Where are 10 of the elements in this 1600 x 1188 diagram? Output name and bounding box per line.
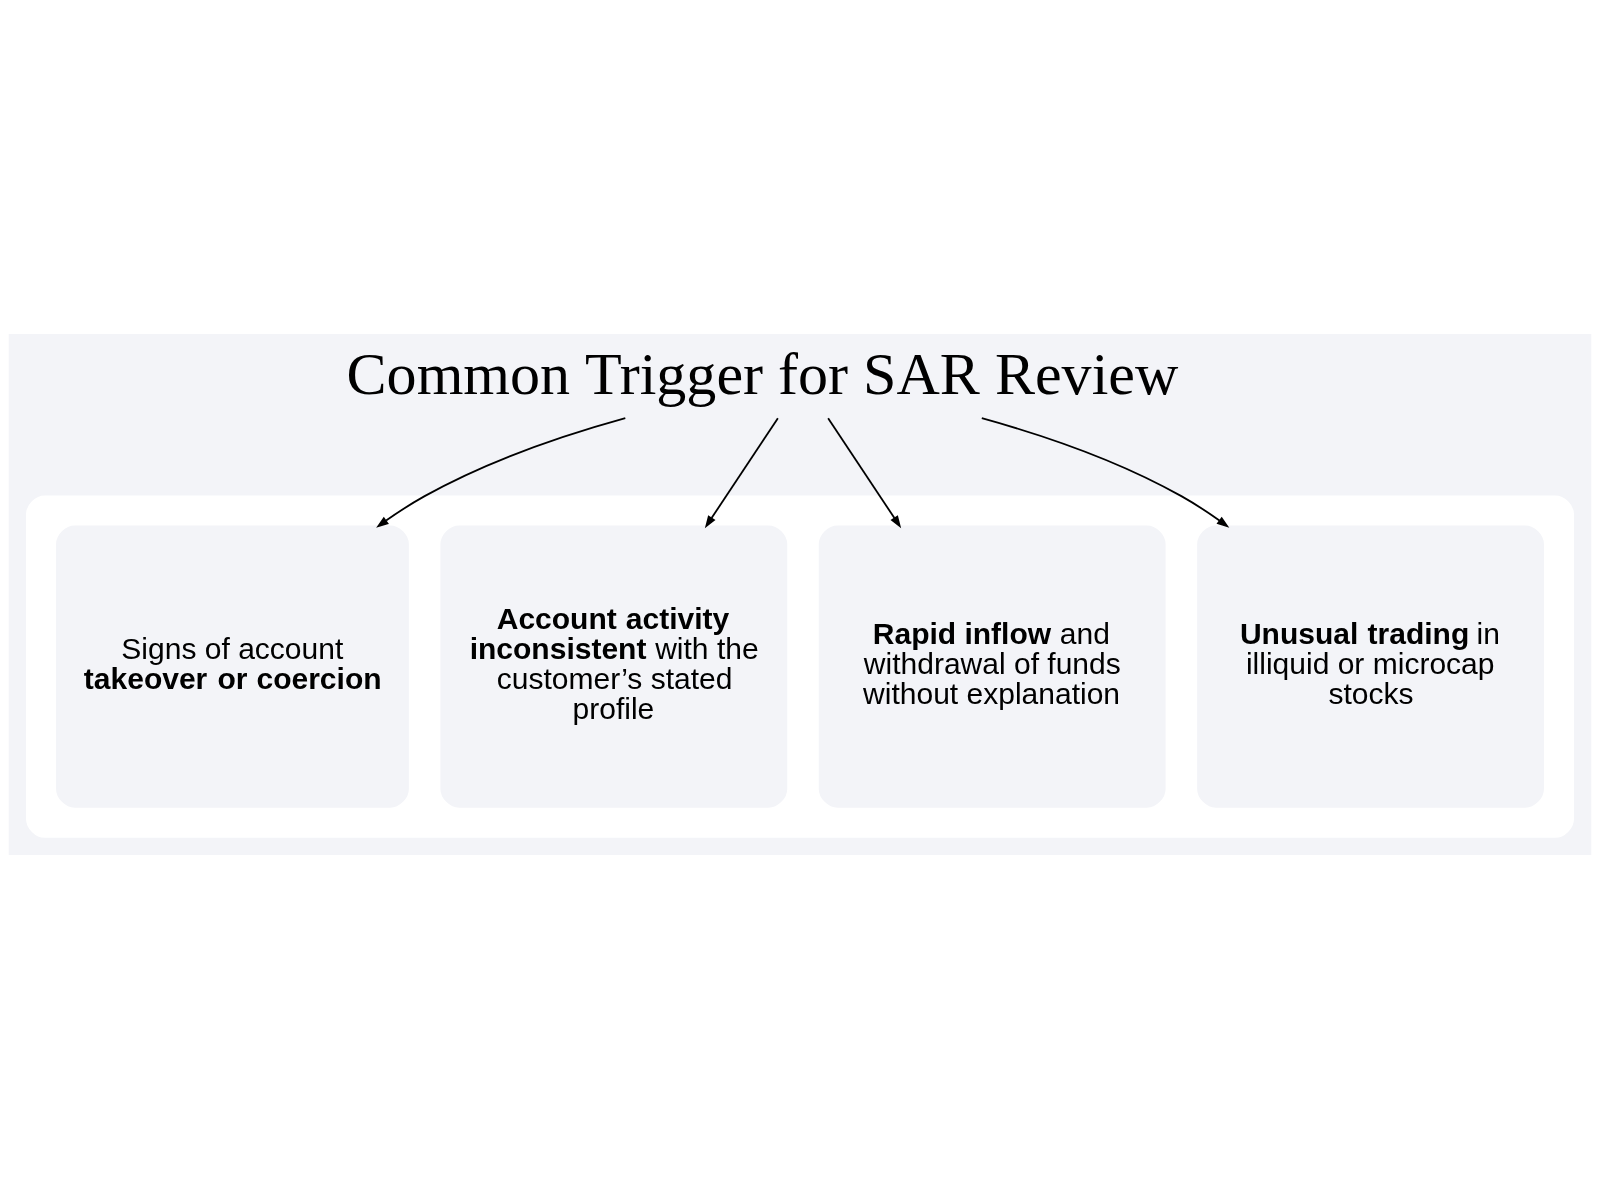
arrow	[704, 416, 779, 528]
node-box: Rapid inflow and withdrawal of funds without explanation	[818, 524, 1166, 808]
node-box: Unusual trading in illiquid or microcap stocks	[1197, 524, 1544, 808]
node-text: Common Trigger for SAR Review	[346, 339, 1179, 407]
cluster	[26, 494, 1574, 838]
node-box: Signs of account takeover or coercion	[56, 524, 409, 808]
node-box: Account activity inconsistent with the customer’s stated profile	[440, 524, 788, 808]
arrow	[376, 416, 627, 528]
arrow	[827, 416, 902, 528]
arrow	[980, 416, 1230, 528]
